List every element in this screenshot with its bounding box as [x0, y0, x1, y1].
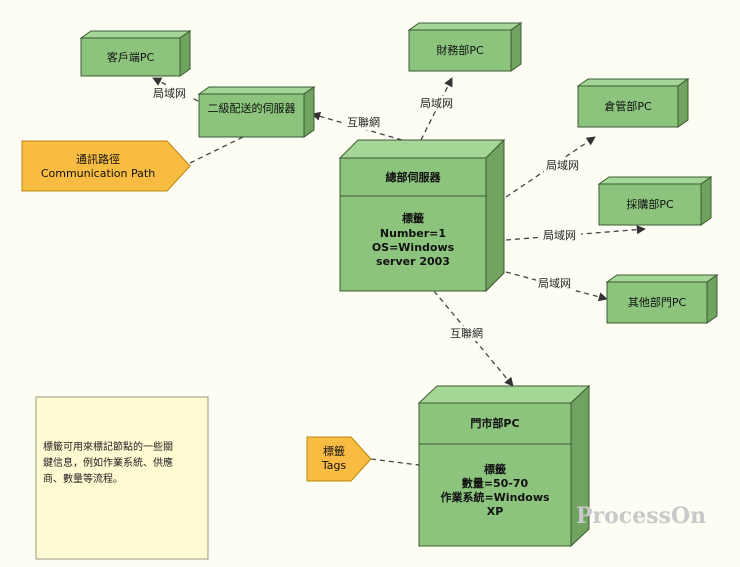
second-server-label: 二級配送的伺服器 — [207, 102, 296, 115]
other-pc-label: 其他部門PC — [627, 296, 687, 309]
edge-hq-to-store[interactable] — [433, 290, 514, 387]
note-box[interactable] — [35, 396, 209, 560]
store-pc-tag-line: 數量=50-70 — [461, 477, 529, 490]
edge-label-lan: 局域网 — [153, 87, 186, 100]
node-store-pc[interactable] — [417, 384, 591, 548]
store-pc-tag-line: 作業系統=Windows — [440, 491, 550, 504]
client-pc-label: 客戶端PC — [106, 51, 155, 64]
store-pc-tag-line: XP — [486, 505, 504, 518]
hq-server-tag-line: Number=1 — [379, 227, 447, 240]
node-second-server[interactable] — [197, 86, 316, 138]
note-text: 標籤可用來標記節點的一些關鍵信息，例如作業系統、供應商、數量等流程。 — [43, 442, 173, 485]
hq-server-title: 總部伺服器 — [385, 171, 441, 184]
communication-path-label-en: Communication Path — [40, 167, 156, 180]
warehouse-pc-label: 倉管部PC — [604, 100, 652, 113]
hq-server-tag-line: server 2003 — [376, 255, 450, 268]
edge-tags-callout — [370, 458, 420, 466]
purchasing-pc-label: 採購部PC — [626, 198, 674, 211]
edge-label-internet: 互聯網 — [450, 327, 483, 340]
hq-server-tag-title: 標籤 — [402, 212, 424, 225]
processon-watermark: ProcessOn — [576, 503, 707, 529]
edge-label-lan: 局域网 — [420, 97, 453, 110]
node-purchasing-pc[interactable] — [597, 176, 713, 226]
edge-label-internet: 互聯網 — [347, 116, 380, 129]
edge-label-backgrounds — [151, 86, 584, 341]
finance-pc-label: 財務部PC — [436, 44, 484, 57]
hq-server-tag-line: OS=Windows — [371, 241, 455, 254]
edge-hq-to-finance[interactable] — [420, 77, 453, 141]
store-pc-title: 門市部PC — [470, 417, 520, 430]
tags-label: 標籤 — [323, 445, 345, 458]
communication-path-callout[interactable] — [21, 140, 191, 192]
node-hq-server[interactable] — [338, 138, 506, 293]
edge-label-lan: 局域网 — [543, 229, 576, 242]
node-finance-pc[interactable] — [407, 22, 523, 72]
tags-callout[interactable] — [306, 436, 372, 482]
edge-label-lan: 局域网 — [538, 277, 571, 290]
node-warehouse-pc[interactable] — [576, 78, 690, 128]
edge-label-lan: 局域网 — [546, 159, 579, 172]
tags-label-en: Tags — [321, 459, 347, 472]
store-pc-tag-title: 標籤 — [484, 463, 506, 476]
node-other-pc[interactable] — [605, 274, 719, 324]
edge-path-callout — [189, 136, 244, 164]
node-client-pc[interactable] — [79, 30, 192, 77]
communication-path-label: 通訊路徑 — [76, 153, 120, 166]
